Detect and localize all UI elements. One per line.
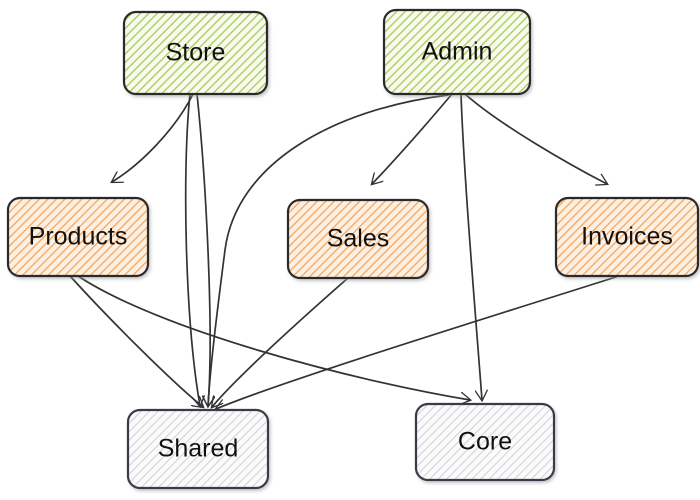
node-core[interactable]: Core	[414, 402, 556, 482]
node-products[interactable]: Products	[6, 196, 150, 278]
node-invoices[interactable]: Invoices	[554, 196, 700, 278]
node-box-invoices	[554, 196, 700, 278]
node-sales[interactable]: Sales	[286, 198, 430, 280]
edge-store-to-shared	[196, 93, 210, 406]
edge-products-to-core	[77, 275, 470, 400]
node-store[interactable]: Store	[122, 10, 269, 96]
edge-admin-to-core	[460, 93, 482, 400]
node-shared[interactable]: Shared	[126, 408, 270, 490]
node-box-shared	[126, 408, 270, 490]
node-admin[interactable]: Admin	[382, 8, 532, 96]
edge-invoices-to-shared	[216, 276, 617, 409]
node-box-core	[414, 402, 556, 482]
edge-products-to-shared	[69, 275, 203, 407]
edge-admin-to-shared	[208, 94, 449, 406]
node-box-products	[6, 196, 150, 278]
edge-admin-to-invoices	[464, 93, 607, 184]
edge-admin-to-sales	[372, 93, 453, 184]
edge-layer	[69, 93, 617, 409]
node-box-admin	[382, 8, 532, 96]
node-box-sales	[286, 198, 430, 280]
node-box-store	[122, 10, 269, 96]
edge-sales-to-shared	[212, 277, 349, 407]
edge-store-to-shared	[184, 93, 200, 406]
edge-store-to-products	[112, 93, 194, 182]
